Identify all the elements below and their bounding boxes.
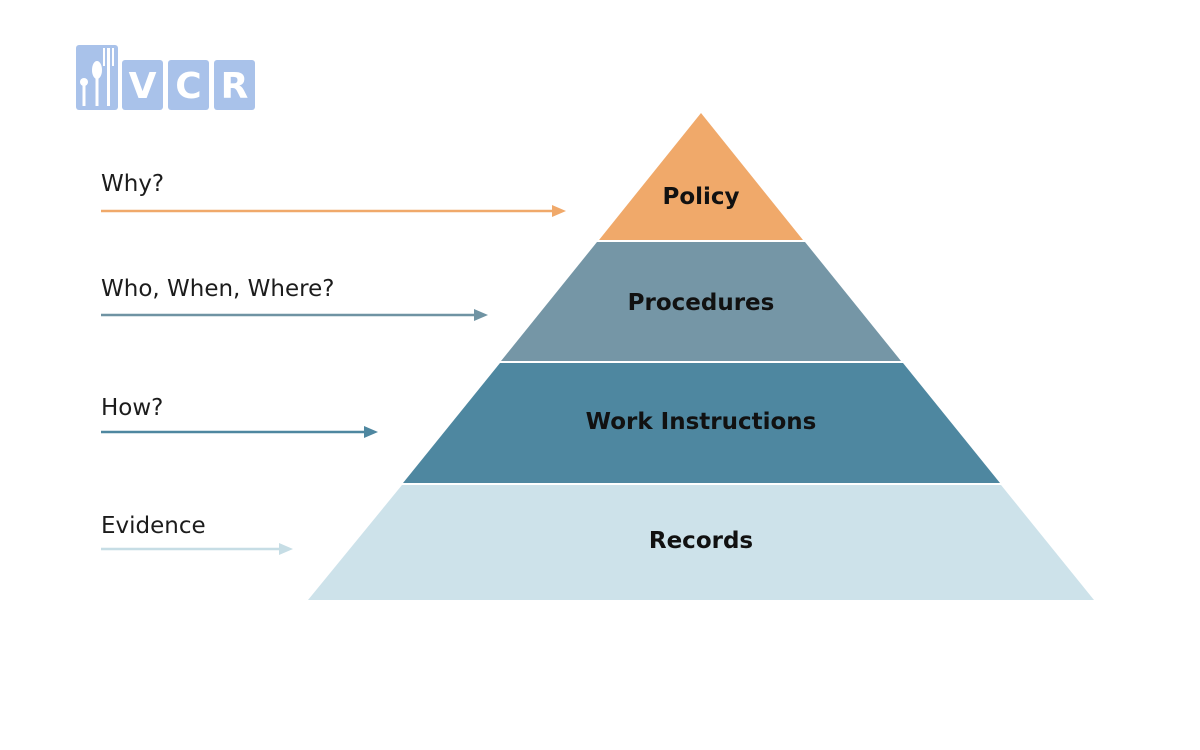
question-label-why: Why? (101, 171, 165, 197)
tier-label-policy: Policy (662, 184, 739, 210)
logo-utensils-icon (80, 48, 114, 106)
pyramid-tier-procedures (501, 242, 901, 361)
logo-letter-v: V (129, 66, 157, 107)
logo-tile-v (122, 60, 163, 110)
question-label-evidence: Evidence (101, 513, 206, 539)
logo-letter-c: C (175, 66, 201, 107)
vcr-logo: V C R (76, 45, 255, 110)
pyramid-tier-work-instructions (403, 363, 1000, 483)
pyramid-tier-records (308, 485, 1094, 600)
arrow-evidence (101, 543, 293, 555)
arrow-why (101, 205, 566, 217)
arrowhead-icon (279, 543, 293, 555)
logo-tile-r (214, 60, 255, 110)
arrowhead-icon (474, 309, 488, 321)
logo-letter-r: R (221, 66, 249, 107)
question-label-who-when-where: Who, When, Where? (101, 276, 335, 302)
tier-label-procedures: Procedures (628, 290, 775, 316)
tier-label-records: Records (649, 528, 753, 554)
arrowhead-icon (364, 426, 378, 438)
logo-tile-c (168, 60, 209, 110)
pyramid-tier-policy (599, 113, 803, 240)
arrow-who-when-where (101, 309, 488, 321)
tier-label-work-instructions: Work Instructions (586, 409, 817, 435)
arrow-how (101, 426, 378, 438)
question-label-how: How? (101, 395, 164, 421)
arrowhead-icon (552, 205, 566, 217)
